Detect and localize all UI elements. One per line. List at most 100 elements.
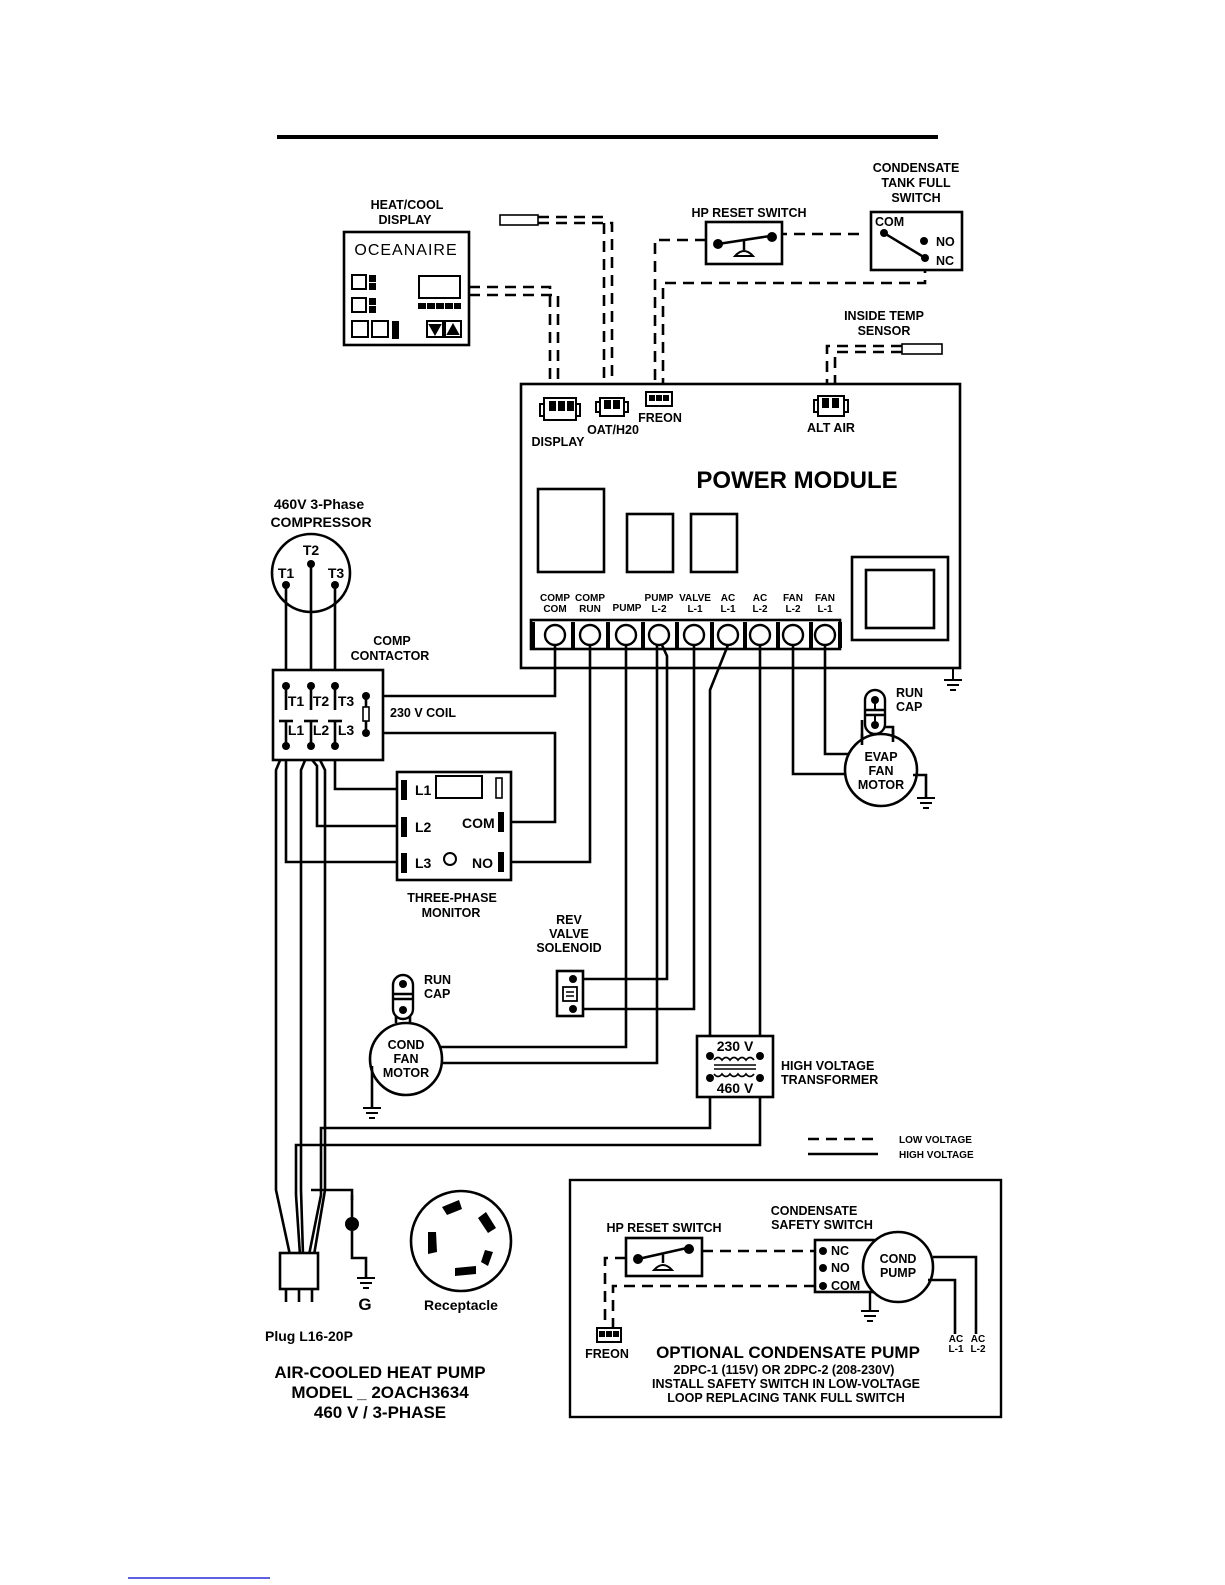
contactor-t2: T2 [313,693,330,709]
display-label-1: HEAT/COOL [371,198,444,212]
opt-no-label: NO [831,1261,850,1275]
compressor-t1: T1 [278,565,295,581]
contactor-label-1: COMP [373,634,411,648]
evap-motor-label-1: EVAP [864,750,897,764]
cond-motor-label-3: MOTOR [383,1066,429,1080]
display-connector-label: DISPLAY [531,435,585,449]
inside-temp-label-2: SENSOR [858,324,911,338]
plug: G Plug L16-20P [265,1217,375,1344]
run-cap-icon [391,973,415,1021]
terminal-label-bottom: L-1 [721,604,736,615]
contactor-t3: T3 [338,693,355,709]
title-line-3: 460 V / 3-PHASE [314,1403,446,1422]
ground-icon [861,1310,879,1322]
low-voltage-wires [469,214,943,398]
terminal-label-bottom: RUN [579,604,601,615]
evap-motor-label-2: FAN [869,764,894,778]
opt-pump-label-2: PUMP [880,1266,916,1280]
compressor-t2: T2 [303,542,320,558]
rev-label-3: SOLENOID [536,941,601,955]
module-transformer-core [864,568,936,630]
opt-freon-connector-icon [596,1327,622,1343]
legend: LOW VOLTAGE HIGH VOLTAGE [808,1135,974,1161]
display-connector-icon [539,397,581,421]
opt-ac2-bottom: L-2 [971,1344,986,1355]
opt-freon-label: FREON [585,1347,629,1361]
terminal-label-bottom: COM [543,604,566,615]
cond-fan-motor: RUN CAP COND FAN MOTOR [363,973,451,1119]
compressor-t3: T3 [328,565,345,581]
oat-connector-icon [595,397,629,417]
monitor-l3: L3 [415,855,432,871]
ground-icon [357,1277,375,1289]
coil-label: 230 V COIL [390,706,456,720]
monitor-label-1: THREE-PHASE [407,891,497,905]
terminal-label-top: AC [753,593,767,604]
terminal-label-bottom: L-2 [786,604,801,615]
opt-ac2-top: AC [971,1334,985,1345]
terminal-label-top: FAN [783,593,803,604]
three-phase-monitor: L1 L2 L3 COM NO THREE-PHASE MONITOR [395,770,513,920]
inside-temp-label-1: INSIDE TEMP [844,309,924,323]
tank-label-2: TANK FULL [881,176,951,190]
transformer-label-1: HIGH VOLTAGE [781,1059,874,1073]
opt-hp-reset-label: HP RESET SWITCH [606,1221,721,1235]
transformer-winding-icon [713,1056,755,1062]
opt-com-label: COM [831,1279,860,1293]
monitor-l1: L1 [415,782,432,798]
monitor-display [435,775,483,799]
monitor-com: COM [462,815,495,831]
ground-icon [917,797,935,809]
power-module: POWER MODULE DISPLAY OAT/H20 FREON ALT A… [519,382,962,670]
legend-high-label: HIGH VOLTAGE [899,1150,974,1161]
evap-cap-label-2: CAP [896,700,922,714]
title-block: AIR-COOLED HEAT PUMP MODEL _ 2OACH3634 4… [274,1363,485,1422]
opt-pump-label-1: COND [880,1252,917,1266]
freon-connector-label: FREON [638,411,682,425]
transformer-secondary: 460 V [717,1080,754,1096]
terminal-label-top: COMP [575,593,605,604]
plug-label: Plug L16-20P [265,1328,353,1344]
terminal-separators [531,622,842,648]
terminal-label-bottom: L-2 [652,604,667,615]
evap-motor-label-3: MOTOR [858,778,904,792]
transformer-winding-icon [713,1072,755,1078]
relay-2 [625,512,675,574]
brand-logo: OCEANAIRE [354,242,457,259]
opt-note-3: LOOP REPLACING TANK FULL SWITCH [667,1391,905,1405]
monitor-no: NO [472,855,493,871]
evap-fan-motor: RUN CAP EVAP FAN MOTOR [843,686,935,809]
rev-valve-solenoid: REV VALVE SOLENOID [536,913,602,1018]
terminal-screws [543,623,837,647]
contactor-label-2: CONTACTOR [351,649,430,663]
evap-cap-label-1: RUN [896,686,923,700]
cond-pump-icon [861,1230,935,1304]
terminal-label-bottom: PUMP [613,603,642,614]
rev-label-1: REV [556,913,582,927]
condensate-tank-switch: CONDENSATE TANK FULL SWITCH COM NO NC [869,161,964,272]
comp-contactor: COMP CONTACTOR T1 T2 T3 L1 L2 L3 230 V C… [271,634,456,762]
opt-note-1: 2DPC-1 (115V) OR 2DPC-2 (208-230V) [674,1363,895,1377]
monitor-label-2: MONITOR [422,906,481,920]
monitor-l2: L2 [415,819,432,835]
opt-title: OPTIONAL CONDENSATE PUMP [656,1343,920,1362]
alt-air-connector-label: ALT AIR [807,421,855,435]
compressor-label-2: COMPRESSOR [270,514,371,530]
inside-temp-sensor-icon [901,343,943,355]
transformer-primary: 230 V [717,1038,754,1054]
monitor-indicator [495,777,503,799]
high-voltage-transformer: 230 V 460 V HIGH VOLTAGE TRANSFORMER [695,1034,878,1099]
receptacle: Receptacle [409,1189,513,1313]
coil-icon [362,706,370,722]
title-line-2: MODEL _ 2OACH3634 [291,1383,469,1402]
contactor-l1: L1 [288,722,305,738]
compressor-label-1: 460V 3-Phase [274,496,364,512]
oat-sensor-icon [499,214,539,226]
cond-motor-label-2: FAN [394,1052,419,1066]
hp-reset-label: HP RESET SWITCH [691,206,806,220]
display-label-2: DISPLAY [378,213,432,227]
plug-ground-label: G [358,1295,371,1314]
tank-com-label: COM [875,215,904,229]
cond-cap-label-2: CAP [424,987,450,1001]
solenoid-coil-icon [562,986,578,1002]
